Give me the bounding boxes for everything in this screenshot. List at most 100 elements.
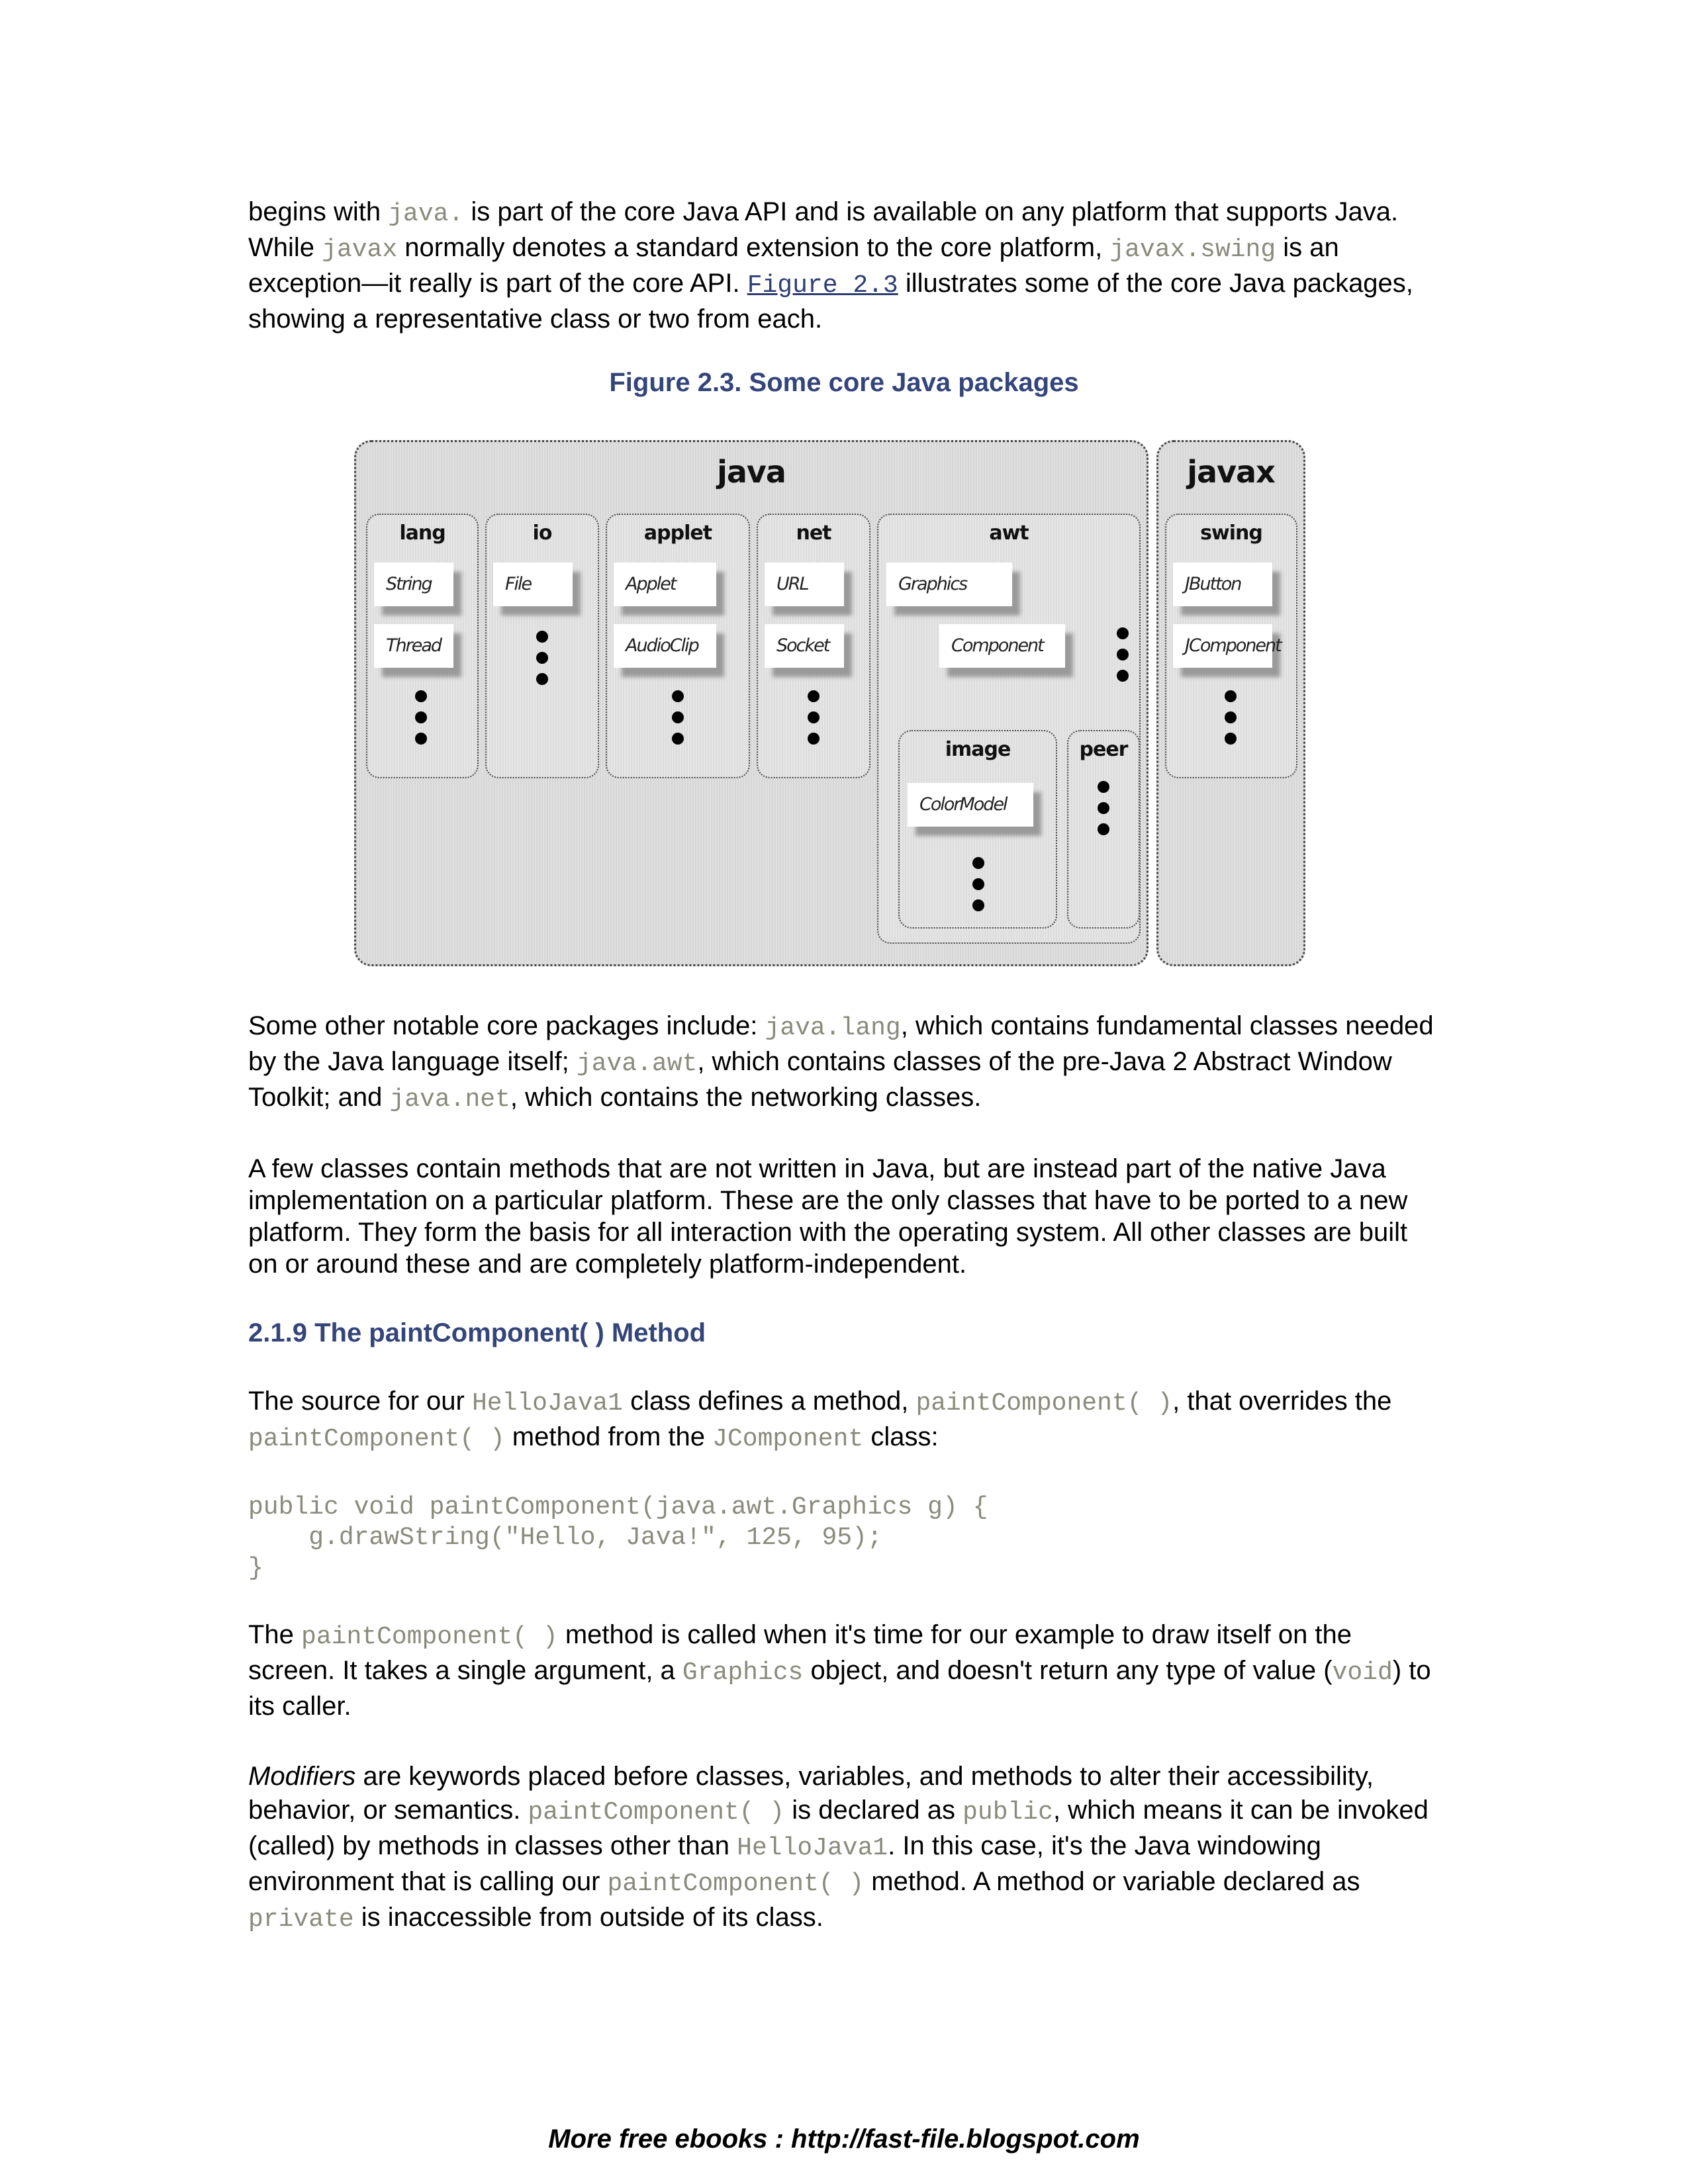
- code-java: java.: [388, 200, 464, 228]
- code-line: g.drawString("Hello, Java!", 125, 95);: [248, 1524, 882, 1552]
- text: ) to its caller.: [248, 1656, 1431, 1721]
- package-swing: swing JButton JComponent: [1165, 514, 1297, 778]
- ellipsis-dots-icon: [415, 690, 428, 754]
- notable-packages-paragraph: Some other notable core packages include…: [248, 1009, 1440, 1116]
- class-box: Applet: [614, 563, 716, 606]
- text: normally denotes a standard extension to…: [397, 233, 1110, 262]
- package-peer: peer: [1067, 730, 1140, 929]
- ellipsis-dots-icon: [672, 690, 685, 754]
- text: method. A method or variable declared as: [864, 1867, 1360, 1896]
- package-java: java lang String Thread io File applet A…: [354, 440, 1149, 966]
- package-label: lang: [399, 522, 445, 545]
- text: class:: [863, 1422, 939, 1451]
- class-box: Component: [939, 624, 1065, 668]
- text: , that overrides the: [1172, 1387, 1392, 1416]
- ellipsis-dots-icon: [1098, 781, 1111, 844]
- package-label: applet: [643, 522, 712, 545]
- text: is part of the core Java API and is avai…: [248, 197, 1399, 262]
- package-javax: javax swing JButton JComponent: [1156, 440, 1305, 966]
- text: is inaccessible from outside of its clas…: [353, 1903, 823, 1932]
- ellipsis-dots-icon: [972, 857, 986, 921]
- code-javax-swing: javax.swing: [1109, 236, 1276, 264]
- code-paintcomponent: paintComponent( ): [301, 1623, 558, 1651]
- text: , which contains the networking classes.: [510, 1083, 982, 1112]
- code-paintcomponent: paintComponent( ): [915, 1389, 1173, 1418]
- text: , which means it can be invoked (called)…: [248, 1796, 1429, 1860]
- text: Some other notable core packages include…: [248, 1011, 765, 1040]
- text: . In this case, it's the Java windowing …: [248, 1831, 1321, 1896]
- text: object, and doesn't return any type of v…: [803, 1656, 1333, 1685]
- class-box: AudioClip: [614, 624, 716, 668]
- class-box: URL: [765, 563, 844, 606]
- text: method from the: [504, 1422, 713, 1451]
- class-box: String: [374, 563, 453, 606]
- code-graphics: Graphics: [682, 1659, 804, 1687]
- emphasis-term: Modifiers: [248, 1762, 356, 1791]
- code-paintcomponent: paintComponent( ): [607, 1870, 865, 1898]
- ellipsis-dots-icon: [536, 631, 549, 694]
- package-awt: awt Graphics Component image ColorModel …: [877, 514, 1141, 944]
- package-net: net URL Socket: [757, 514, 870, 778]
- section-heading: 2.1.9 The paintComponent( ) Method: [248, 1318, 706, 1347]
- ellipsis-dots-icon: [1117, 627, 1130, 691]
- code-paintcomponent: paintComponent( ): [528, 1798, 785, 1827]
- package-label: peer: [1079, 738, 1129, 761]
- figure-title: Figure 2.3. Some core Java packages: [609, 368, 1079, 397]
- package-label: image: [945, 738, 1011, 761]
- code-java-lang: java.lang: [765, 1014, 901, 1042]
- text: is declared as: [784, 1796, 963, 1825]
- code-java-awt: java.awt: [576, 1050, 698, 1078]
- class-box: Socket: [765, 624, 844, 668]
- class-box: JButton: [1173, 563, 1272, 606]
- code-javax: javax: [322, 236, 398, 264]
- intro-paragraph: begins with java. is part of the core Ja…: [248, 195, 1440, 336]
- text: is an exception—it really is part of the…: [248, 233, 1339, 298]
- text: , which contains classes of the pre-Java…: [248, 1047, 1392, 1112]
- text: The source for our: [248, 1387, 472, 1416]
- text: class defines a method,: [622, 1387, 916, 1416]
- called-paragraph: The paintComponent( ) method is called w…: [248, 1618, 1440, 1723]
- package-label: javax: [1187, 454, 1276, 490]
- package-image: image ColorModel: [898, 730, 1057, 929]
- code-void: void: [1332, 1659, 1393, 1687]
- class-box: JComponent: [1173, 624, 1282, 668]
- class-box: Graphics: [886, 563, 1012, 606]
- package-label: java: [717, 454, 786, 490]
- native-paragraph: A few classes contain methods that are n…: [248, 1154, 1408, 1279]
- ellipsis-dots-icon: [808, 690, 821, 754]
- class-box: ColorModel: [908, 783, 1033, 827]
- modifiers-paragraph: Modifiers are keywords placed before cla…: [248, 1760, 1440, 1936]
- code-paintcomponent: paintComponent( ): [248, 1425, 505, 1453]
- text: The: [248, 1620, 302, 1649]
- package-label: io: [532, 522, 553, 545]
- text: begins with: [248, 197, 389, 226]
- code-java-net: java.net: [389, 1085, 510, 1114]
- code-jcomponent: JComponent: [712, 1425, 864, 1453]
- document-page: begins with java. is part of the core Ja…: [248, 195, 1440, 398]
- figure-link[interactable]: Figure 2.3: [747, 271, 898, 300]
- text: method is called when it's time for our …: [248, 1620, 1352, 1685]
- code-hellojava1: HelloJava1: [737, 1834, 888, 1862]
- ellipsis-dots-icon: [1225, 690, 1238, 754]
- package-label: swing: [1200, 522, 1263, 545]
- text: , which contains fundamental classes nee…: [248, 1011, 1434, 1076]
- package-label: awt: [989, 522, 1029, 545]
- code-public: public: [962, 1798, 1053, 1827]
- class-box: Thread: [374, 624, 453, 668]
- code-private: private: [248, 1905, 354, 1934]
- code-line: }: [248, 1554, 263, 1582]
- java-packages-diagram: java lang String Thread io File applet A…: [354, 440, 1334, 970]
- footer-promo-text: More free ebooks : http://fast-file.blog…: [548, 2124, 1140, 2154]
- code-hellojava1: HelloJava1: [471, 1389, 623, 1418]
- package-io: io File: [485, 514, 599, 778]
- package-lang: lang String Thread: [366, 514, 479, 778]
- code-block: public void paintComponent(java.awt.Grap…: [248, 1492, 1440, 1584]
- code-line: public void paintComponent(java.awt.Grap…: [248, 1493, 988, 1522]
- text: are keywords placed before classes, vari…: [248, 1762, 1374, 1825]
- package-applet: applet Applet AudioClip: [606, 514, 750, 778]
- package-label: net: [796, 522, 831, 545]
- text: illustrates some of the core Java packag…: [248, 269, 1413, 334]
- source-paragraph: The source for our HelloJava1 class defi…: [248, 1385, 1440, 1456]
- class-box: File: [493, 563, 573, 606]
- document-body: Some other notable core packages include…: [248, 1009, 1440, 1936]
